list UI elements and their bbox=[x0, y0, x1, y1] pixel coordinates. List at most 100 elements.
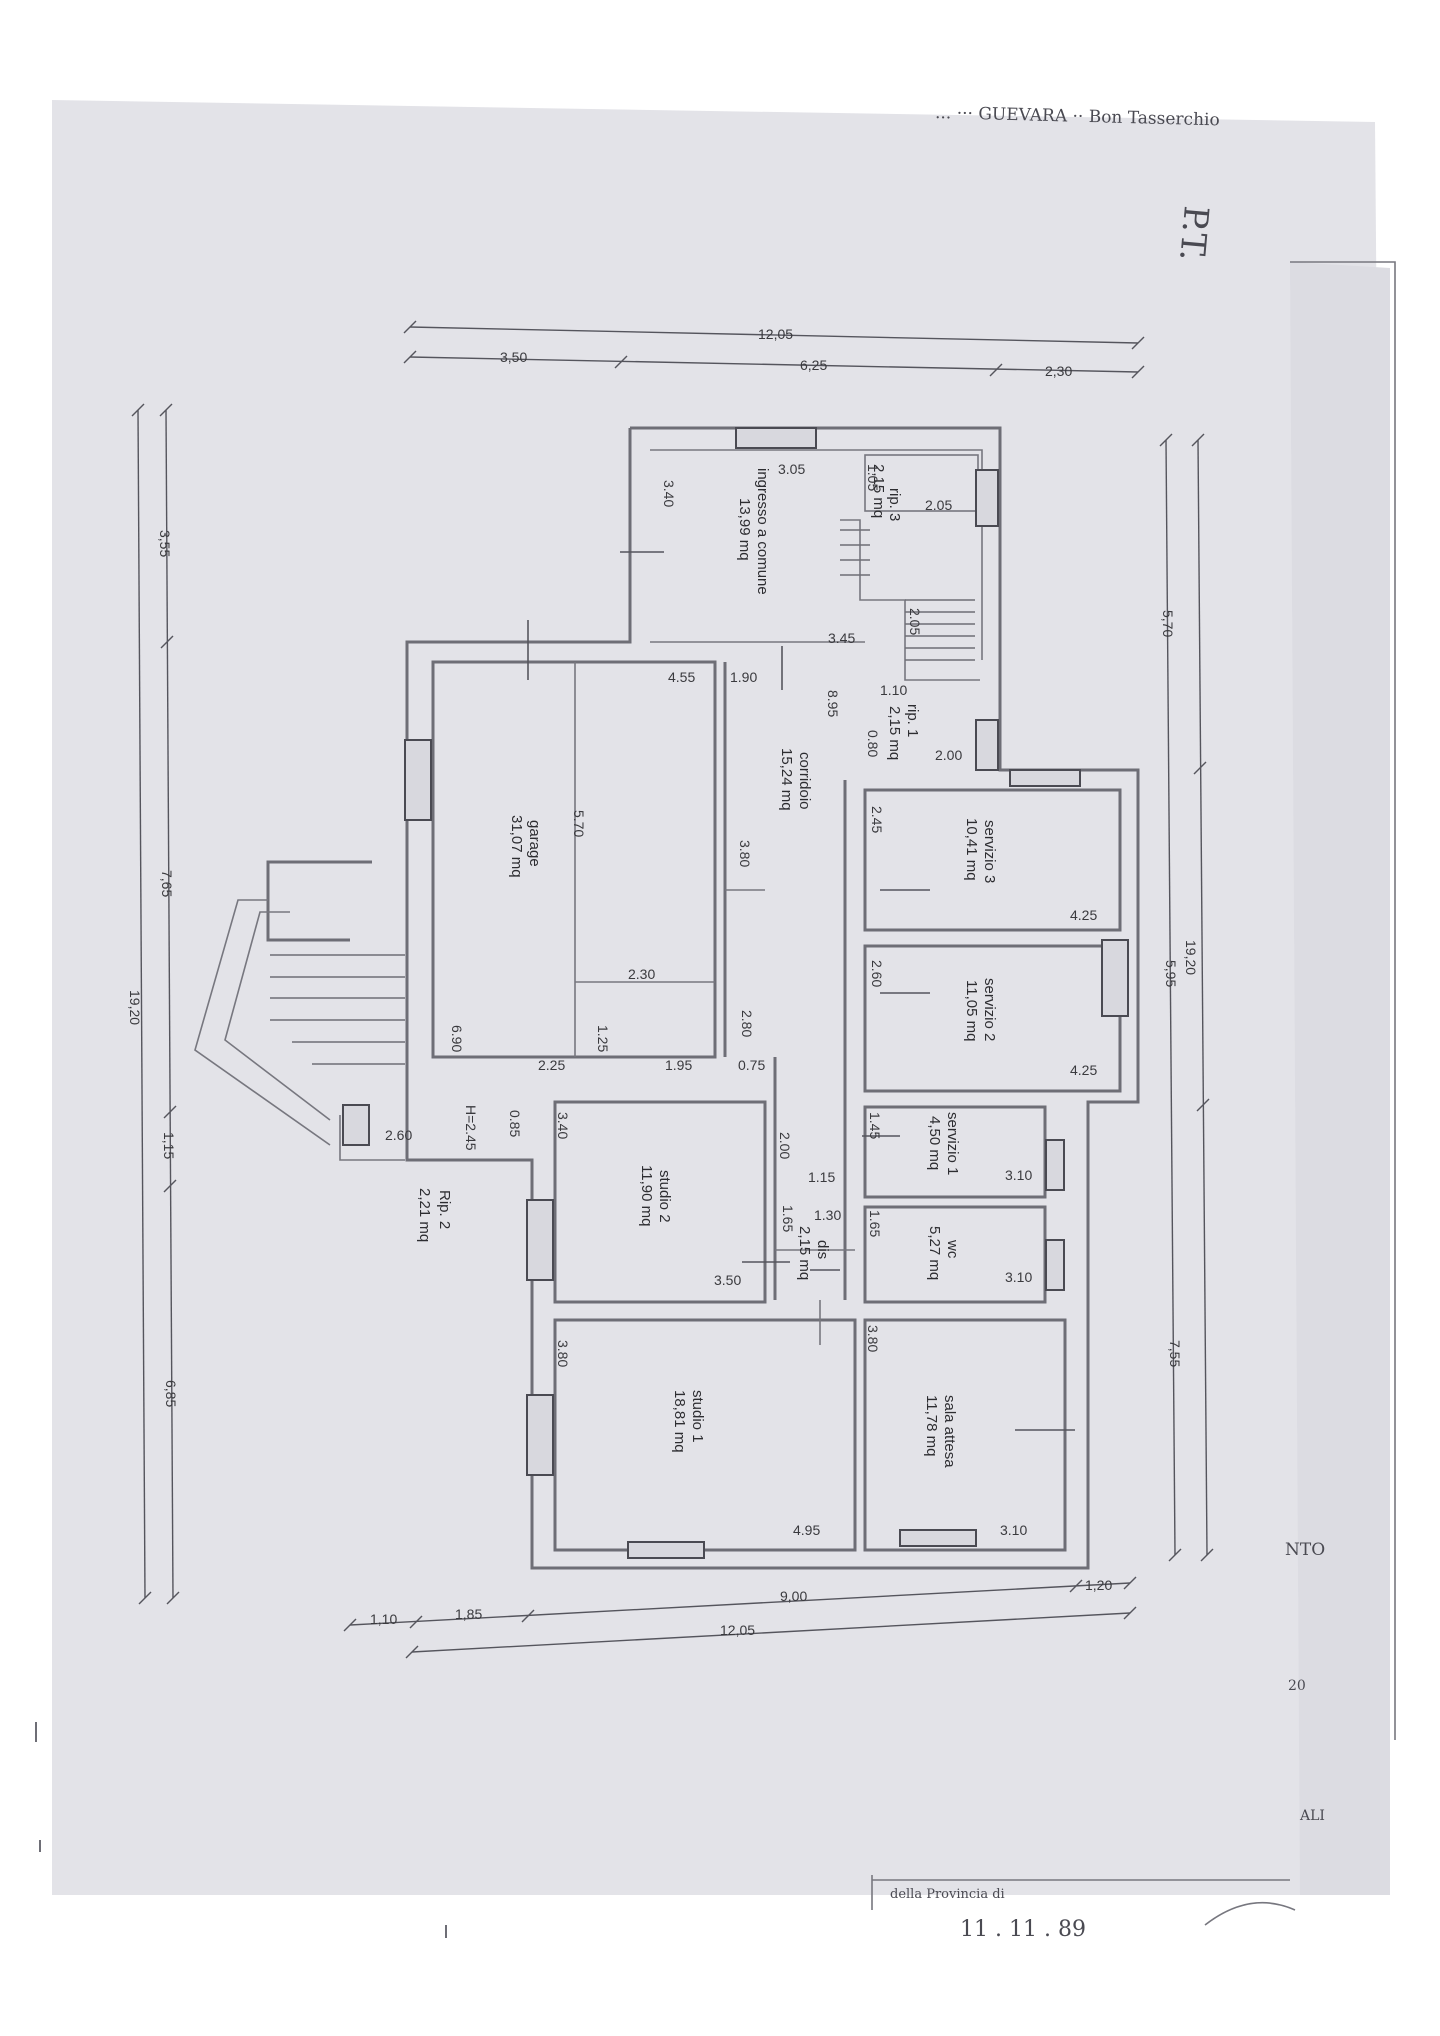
room-rip2: Rip. 2 2,21 mq 2.60 H=2.45 0.85 bbox=[385, 1105, 523, 1242]
stamp-fragment: della Provincia di 11 . 11 . 89 bbox=[871, 1875, 1296, 1942]
room-rip3-area: 2,15 mq bbox=[870, 464, 887, 518]
top-dimensions: 12,05 3,50 6,25 2,30 bbox=[403, 320, 1145, 379]
room-servizio2-dim1: 2.60 bbox=[869, 960, 885, 987]
room-garage-dim7: 4.55 bbox=[668, 669, 695, 685]
room-garage-dim5: 1.25 bbox=[595, 1025, 611, 1052]
dim-left-total: 19,20 bbox=[127, 990, 143, 1025]
room-rip3-name: rip. 3 bbox=[886, 488, 903, 521]
room-garage-dim1: 5.70 bbox=[571, 810, 587, 837]
room-rip3-dim1: 1.05 bbox=[865, 464, 881, 491]
room-studio2-name: studio 2 bbox=[656, 1170, 673, 1223]
room-garage: garage 31,07 mq 5.70 6.90 2.25 2.30 1.25… bbox=[449, 669, 695, 1073]
dim-left-a: 3,55 bbox=[157, 530, 173, 557]
stamp-seal-arc bbox=[1204, 1901, 1296, 1926]
dim-left-c: 1,15 bbox=[161, 1132, 177, 1159]
room-wc: wc 5,27 mq 1.65 3.10 bbox=[867, 1210, 1032, 1285]
door-markers bbox=[527, 551, 1075, 1431]
room-rip2-dim1: 2.60 bbox=[385, 1127, 412, 1143]
room-rip1-dim3: 2.00 bbox=[935, 747, 962, 763]
dim-right-b: 5,95 bbox=[1163, 960, 1179, 987]
room-wc-dim1: 1.65 bbox=[867, 1210, 883, 1237]
dim-bottom-c: 9,00 bbox=[780, 1588, 807, 1604]
stamp-date: 11 . 11 . 89 bbox=[960, 1917, 1086, 1942]
room-studio2-area: 11,90 mq bbox=[638, 1165, 655, 1226]
binding-marks bbox=[35, 1722, 447, 1938]
dim-bottom-total: 12,05 bbox=[720, 1622, 755, 1638]
room-rip2-name: Rip. 2 bbox=[436, 1190, 453, 1229]
left-dimensions: 19,20 3,55 7,65 1,15 6,85 bbox=[127, 403, 180, 1605]
room-wc-name: wc bbox=[944, 1239, 961, 1259]
room-dis-name: dis bbox=[814, 1240, 831, 1259]
room-servizio1-area: 4,50 mq bbox=[926, 1116, 943, 1170]
paper-sheet bbox=[52, 100, 1390, 1895]
room-rip1-dim2: 0.80 bbox=[865, 730, 881, 757]
dim-top-mid: 6,25 bbox=[800, 357, 827, 373]
paper-shadow-band bbox=[1290, 262, 1390, 1895]
room-servizio1: servizio 1 4,50 mq 1.45 3.10 bbox=[867, 1112, 1032, 1183]
dim-bottom-a: 1,10 bbox=[370, 1611, 397, 1627]
room-ingresso-name: ingresso a comune bbox=[754, 468, 771, 595]
dim-top-total: 12,05 bbox=[758, 326, 793, 342]
room-corridoio-dim4: 2.80 bbox=[739, 1010, 755, 1037]
title-block-ali: ALI bbox=[1299, 1808, 1325, 1824]
room-garage-name: garage bbox=[526, 820, 543, 867]
room-sala-name: sala attesa bbox=[941, 1395, 958, 1468]
windows bbox=[342, 427, 1129, 1559]
room-servizio2-area: 11,05 mq bbox=[963, 980, 980, 1041]
room-ingresso-dim3: 3.45 bbox=[828, 630, 855, 646]
room-sala-dim2: 3.10 bbox=[1000, 1522, 1027, 1538]
room-studio1-area: 18,81 mq bbox=[671, 1390, 688, 1453]
room-rip2-dim3: 0.85 bbox=[507, 1110, 523, 1137]
room-dis: dis 2,15 mq 1.65 1.30 bbox=[780, 1205, 841, 1280]
room-studio2-dim2: 3.50 bbox=[714, 1272, 741, 1288]
room-garage-dim2: 6.90 bbox=[449, 1025, 465, 1052]
room-ingresso-dim1: 3.05 bbox=[778, 461, 805, 477]
room-studio2-dim1: 3.40 bbox=[555, 1112, 571, 1139]
room-rip2-dim2: H=2.45 bbox=[463, 1105, 479, 1151]
room-wc-area: 5,27 mq bbox=[926, 1226, 943, 1280]
room-sala-attesa: sala attesa 11,78 mq 3.80 3.10 bbox=[865, 1325, 1027, 1538]
room-corridoio-dim2: 8.95 bbox=[825, 690, 841, 717]
room-garage-dim4: 2.30 bbox=[628, 966, 655, 982]
room-corridoio-dim3: 3.80 bbox=[737, 840, 753, 867]
room-servizio3-name: servizio 3 bbox=[981, 820, 998, 883]
room-studio1-dim2: 4.95 bbox=[793, 1522, 820, 1538]
room-ingresso-dim2: 3.40 bbox=[661, 480, 677, 507]
room-rip3-dim3: 2.05 bbox=[907, 608, 923, 635]
dim-bottom-b: 1,85 bbox=[455, 1606, 482, 1622]
room-servizio3: servizio 3 10,41 mq 2.45 4.25 bbox=[869, 806, 1097, 923]
room-rip1: rip. 1 2,15 mq 1.10 0.80 2.00 bbox=[865, 682, 962, 763]
dim-right-c: 7,55 bbox=[1167, 1340, 1183, 1367]
dim-right-a: 5,70 bbox=[1160, 610, 1176, 637]
dim-left-b: 7,65 bbox=[159, 870, 175, 897]
room-corridoio-dim5: 0.75 bbox=[738, 1057, 765, 1073]
room-servizio2: servizio 2 11,05 mq 2.60 4.25 bbox=[869, 960, 1097, 1078]
room-sala-area: 11,78 mq bbox=[923, 1395, 940, 1456]
room-ingresso-area: 13,99 mq bbox=[736, 498, 753, 561]
right-dimensions: 19,20 5,70 5,95 7,55 bbox=[1159, 433, 1214, 1562]
room-studio1-dim1: 3.80 bbox=[555, 1340, 571, 1367]
room-studio1: studio 1 18,81 mq 3.80 4.95 bbox=[555, 1340, 820, 1538]
room-ingresso: ingresso a comune 13,99 mq 3.05 3.40 3.4… bbox=[661, 461, 855, 646]
room-rip1-name: rip. 1 bbox=[904, 704, 921, 737]
title-block-number: 20 bbox=[1288, 1678, 1306, 1694]
room-servizio2-name: servizio 2 bbox=[981, 978, 998, 1041]
dim-top-right: 2,30 bbox=[1045, 363, 1072, 379]
room-dis-area: 2,15 mq bbox=[796, 1226, 813, 1280]
room-studio2: studio 2 11,90 mq 3.40 3.50 2.00 1.15 bbox=[555, 1112, 835, 1288]
room-servizio3-area: 10,41 mq bbox=[963, 818, 980, 881]
room-servizio1-name: servizio 1 bbox=[944, 1112, 961, 1175]
room-sala-dim1: 3.80 bbox=[865, 1325, 881, 1352]
floor-label: P.T. bbox=[1171, 204, 1216, 263]
room-corridoio-area: 15,24 mq bbox=[778, 748, 795, 811]
room-garage-dim6: 1.95 bbox=[665, 1057, 692, 1073]
dim-right-total: 19,20 bbox=[1183, 940, 1199, 975]
room-wc-dim2: 3.10 bbox=[1005, 1269, 1032, 1285]
stamp-province-text: della Provincia di bbox=[890, 1887, 1005, 1902]
room-servizio3-dim1: 2.45 bbox=[869, 806, 885, 833]
dim-bottom-d: 1,20 bbox=[1085, 1577, 1112, 1593]
room-studio1-name: studio 1 bbox=[689, 1390, 706, 1443]
room-studio2-dim4: 1.15 bbox=[808, 1169, 835, 1185]
room-servizio1-dim1: 1.45 bbox=[867, 1112, 883, 1139]
